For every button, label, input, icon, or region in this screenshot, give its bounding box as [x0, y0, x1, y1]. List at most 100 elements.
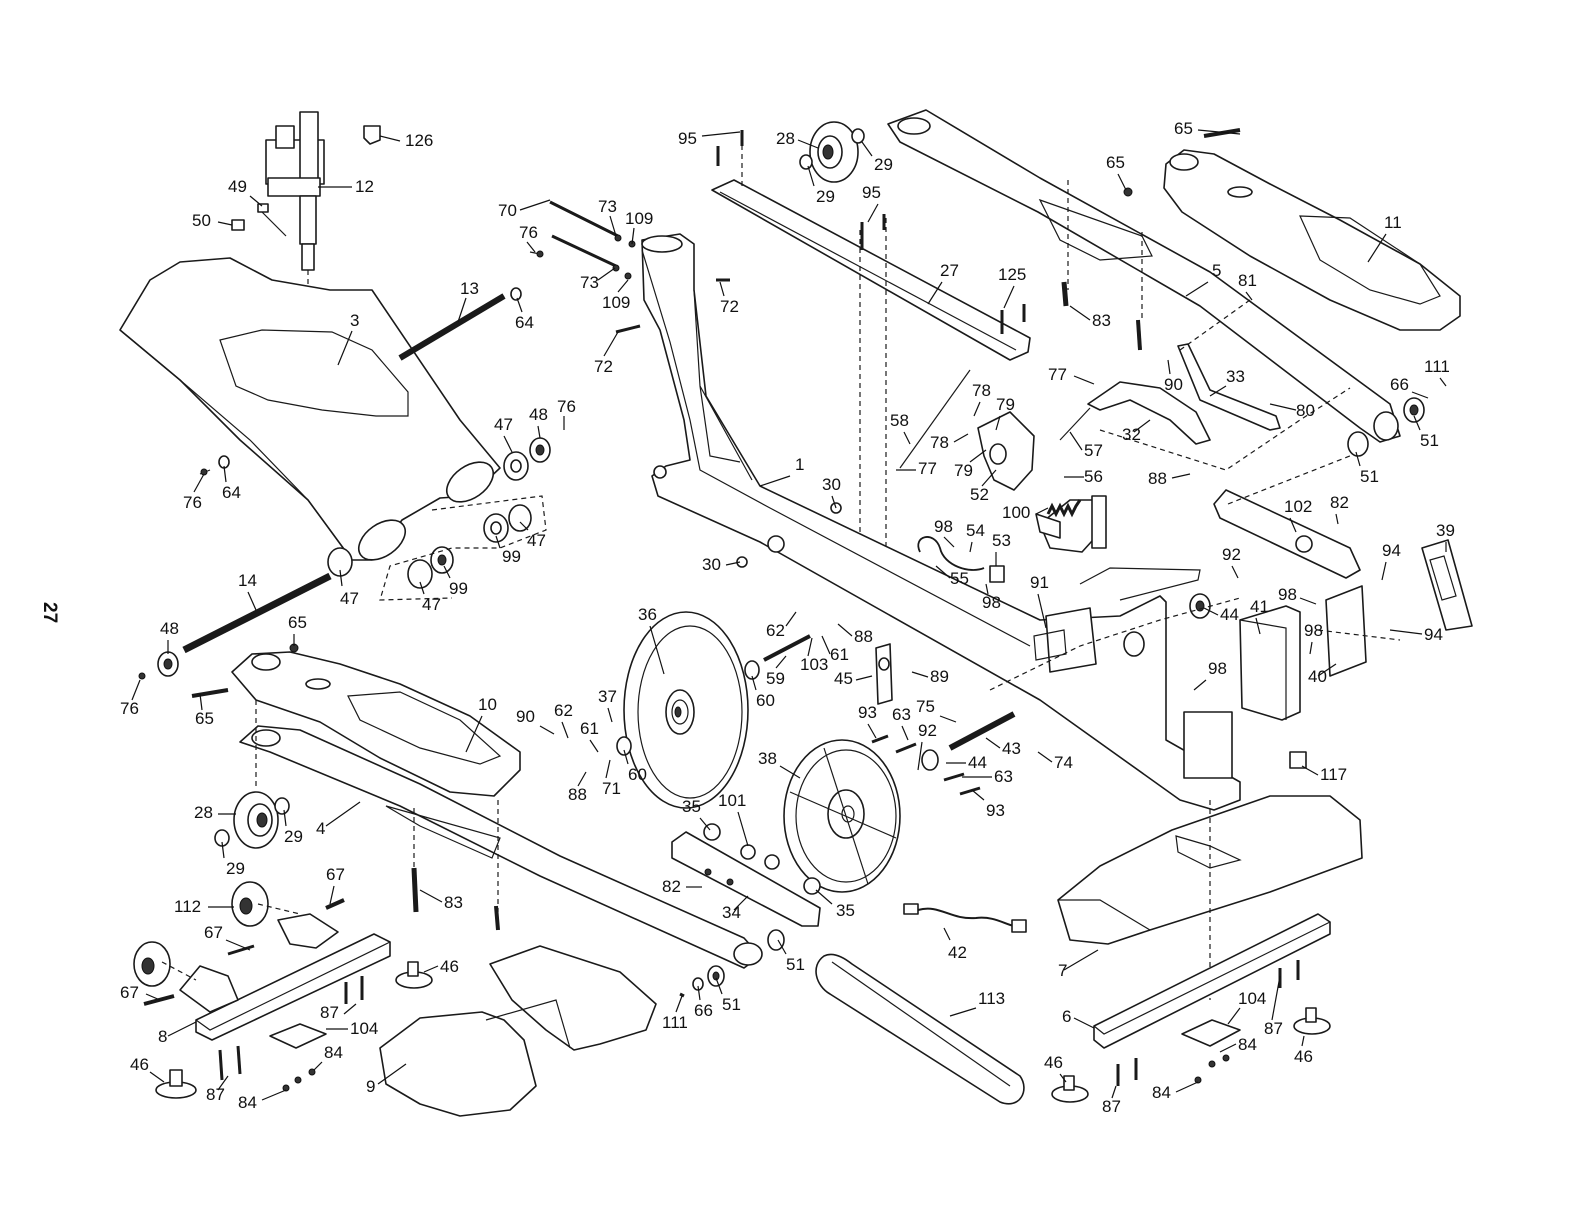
callout-leader-line	[131, 679, 141, 701]
callout-leader-line	[697, 985, 701, 1001]
callout-41: 41	[1250, 597, 1269, 635]
callout-leader-line	[1197, 129, 1241, 135]
callout-84: 84	[1152, 1081, 1199, 1102]
callout-81: 81	[1238, 271, 1257, 301]
callout-67: 67	[326, 865, 345, 905]
callout-60: 60	[751, 675, 775, 710]
callout-label: 98	[1304, 621, 1323, 640]
callout-90: 90	[516, 707, 555, 735]
bolt-65-left	[191, 688, 229, 698]
callout-leader-line	[623, 749, 629, 765]
callout-leader-line	[785, 611, 797, 627]
callout-leader-line	[225, 939, 251, 951]
callout-93: 93	[971, 789, 1005, 820]
callout-label: 111	[1424, 357, 1450, 376]
callout-leader-line	[516, 297, 523, 313]
callout-109: 109	[602, 279, 630, 312]
callout-label: 7	[1058, 961, 1067, 980]
callout-label: 28	[194, 803, 213, 822]
callout-leader-line	[1171, 473, 1191, 479]
callout-55: 55	[935, 565, 969, 588]
callout-32: 32	[1122, 419, 1151, 444]
callout-leader-line	[343, 1003, 357, 1015]
callout-102: 102	[1284, 497, 1312, 533]
part-113-belt	[815, 953, 1025, 1105]
callout-leader-line	[261, 1089, 287, 1101]
callout-leader-line	[935, 565, 951, 579]
callout-47: 47	[519, 521, 546, 550]
bushings-51-right	[1347, 397, 1425, 457]
callout-9: 9	[366, 1063, 407, 1096]
callout-label: 78	[972, 381, 991, 400]
callout-label: 58	[890, 411, 909, 430]
part-44-bearing-right	[1189, 593, 1211, 619]
callout-label: 55	[950, 569, 969, 588]
callout-label: 47	[340, 589, 359, 608]
callout-leader-line	[1133, 419, 1151, 433]
callout-53: 53	[992, 531, 1011, 566]
callout-leader-line	[1203, 607, 1219, 616]
callout-leader-line	[1245, 291, 1253, 301]
callout-65: 65	[1106, 153, 1127, 191]
callout-73: 73	[580, 267, 616, 292]
callout-label: 30	[702, 555, 721, 574]
callout-73: 73	[598, 197, 617, 237]
callout-label: 11	[1384, 213, 1402, 232]
callout-label: 10	[478, 695, 497, 714]
part-46-foot-mid	[395, 961, 433, 989]
callout-28: 28	[776, 129, 819, 149]
callout-label: 61	[830, 645, 849, 664]
callout-61: 61	[821, 635, 849, 664]
callout-1: 1	[759, 455, 804, 487]
callout-leader-line	[901, 725, 909, 741]
callout-label: 76	[519, 223, 538, 242]
page-number: 27	[39, 602, 60, 623]
part-44-bearing-left	[921, 749, 939, 771]
screws-84-87-left	[218, 976, 364, 1092]
bolt-76-lower	[138, 672, 146, 680]
callout-label: 94	[1382, 541, 1401, 560]
part-58-cable	[899, 369, 971, 469]
callout-64: 64	[515, 297, 534, 332]
callout-label: 73	[580, 273, 599, 292]
callout-78: 78	[972, 381, 991, 417]
callout-label: 84	[238, 1093, 257, 1112]
callout-leader-line	[577, 771, 587, 787]
callout-29: 29	[221, 841, 245, 878]
callout-label: 62	[766, 621, 785, 640]
callout-leader-line	[973, 401, 981, 417]
callout-label: 6	[1062, 1007, 1071, 1026]
callout-label: 70	[498, 201, 517, 220]
callout-76: 76	[120, 679, 141, 718]
part-36-flywheel	[623, 611, 749, 809]
callout-leader-line	[911, 671, 929, 678]
callout-88: 88	[1148, 469, 1191, 488]
callout-leader-line	[221, 841, 225, 859]
callout-label: 88	[1148, 469, 1167, 488]
callout-label: 12	[355, 177, 374, 196]
callout-label: 48	[529, 405, 548, 424]
bolt-67-top	[325, 898, 345, 910]
callout-leader-line	[167, 1021, 197, 1037]
callout-67: 67	[204, 923, 251, 951]
callout-47: 47	[494, 415, 513, 453]
callout-65: 65	[288, 613, 307, 646]
callout-label: 87	[206, 1085, 225, 1104]
callout-29: 29	[283, 809, 303, 846]
callout-83: 83	[419, 889, 463, 912]
part-4-lower-arm	[239, 725, 763, 969]
callout-label: 57	[1084, 441, 1103, 460]
callout-38: 38	[758, 749, 801, 779]
callout-leader-line	[759, 475, 791, 487]
callout-63: 63	[892, 705, 911, 741]
callout-label: 117	[1320, 765, 1347, 784]
callout-leader-line	[149, 1071, 165, 1083]
callout-28: 28	[194, 803, 236, 822]
callout-leader-line	[419, 889, 443, 903]
callout-10: 10	[465, 695, 497, 753]
callout-leader-line	[465, 715, 483, 753]
part-46-foot-left	[155, 1069, 197, 1099]
part-57-rod	[1059, 407, 1091, 441]
part-53-sensor	[989, 565, 1005, 583]
